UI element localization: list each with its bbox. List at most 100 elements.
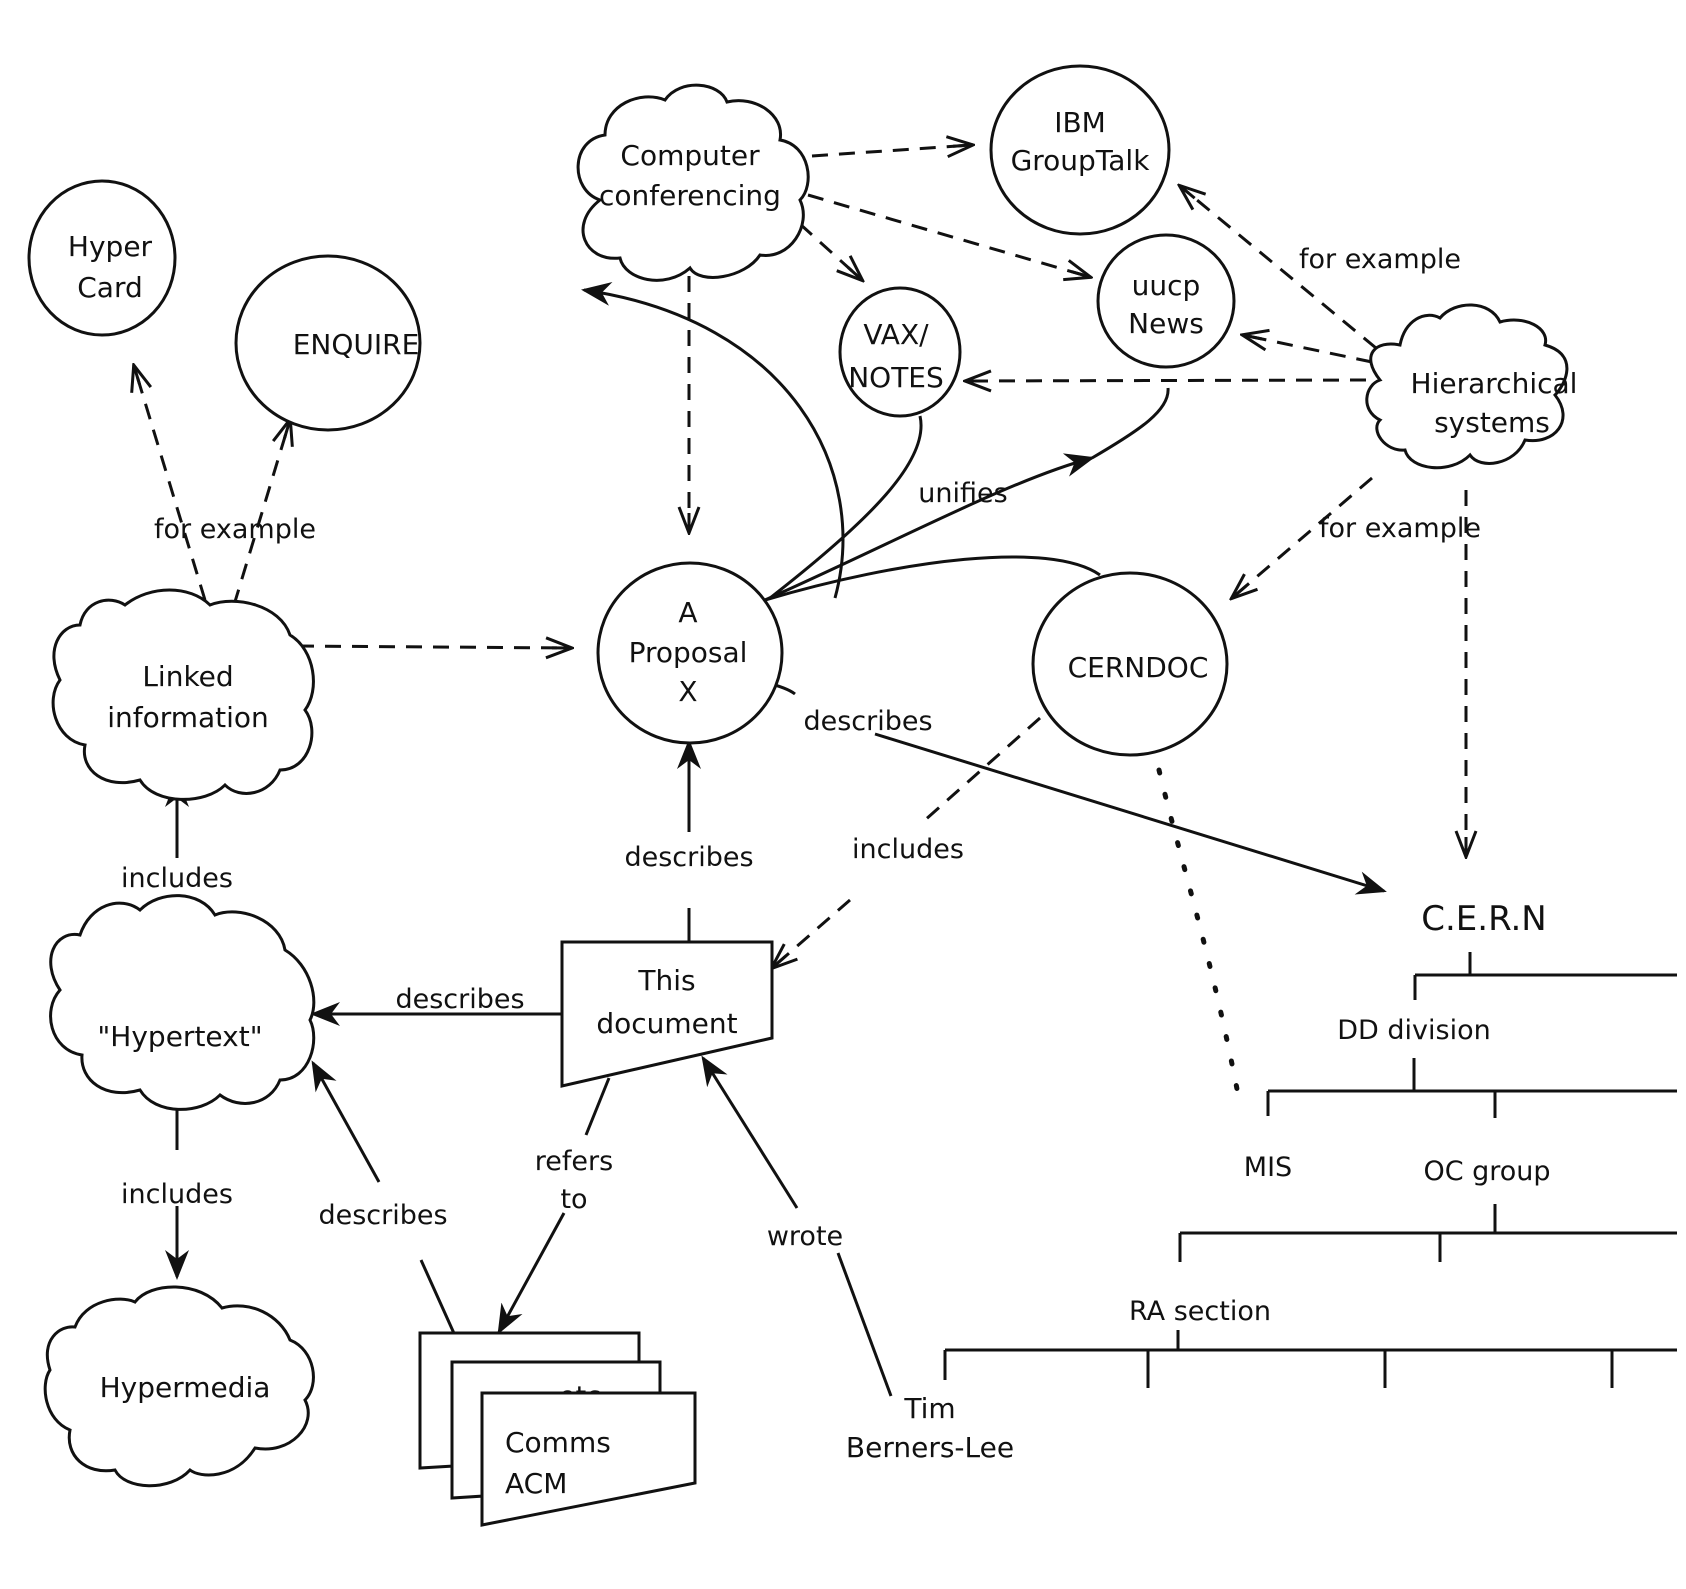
label-includes-hypermedia: includes — [121, 1179, 233, 1210]
computer-conferencing-label-1: Computer — [620, 139, 760, 172]
label-wrote: wrote — [767, 1221, 843, 1252]
edge-document-to-acm — [497, 1212, 566, 1335]
ibm-grouptalk-label-2: GroupTalk — [1011, 144, 1151, 177]
edge-proposal-to-uucp-tail — [1091, 387, 1170, 460]
label-includes-linked: includes — [121, 863, 233, 894]
edge-proposal-to-enquire — [581, 282, 845, 599]
org-dd-division-label[interactable]: DD division — [1337, 1015, 1490, 1046]
edge-proposal-to-cern — [874, 732, 1387, 895]
tim-label-1: Tim — [903, 1392, 955, 1425]
edge-hierarchical-to-ibm — [1180, 186, 1377, 350]
enquire-label: ENQUIRE — [293, 328, 420, 361]
ibm-grouptalk-label-1: IBM — [1054, 106, 1106, 139]
hypermedia-label: Hypermedia — [100, 1371, 271, 1404]
org-dd-connector — [1266, 1058, 1677, 1118]
node-comms-acm[interactable]: etc Comms ACM — [418, 1331, 697, 1527]
node-cerndoc[interactable]: CERNDOC — [1031, 571, 1229, 757]
org-oc-group-label[interactable]: OC group — [1423, 1156, 1550, 1187]
edge-linked-to-enquire — [232, 420, 290, 606]
uucp-news-label-1: uucp — [1132, 269, 1201, 302]
linked-information-cloud — [51, 588, 315, 801]
edge-proposal-to-uucp — [764, 453, 1095, 602]
node-linked-information[interactable]: Linked information — [51, 588, 315, 801]
edge-acm-to-hypertext — [311, 1060, 381, 1183]
tim-label-2: Berners-Lee — [846, 1431, 1014, 1464]
label-for-example-left: for example — [154, 514, 316, 545]
hierarchical-systems-label-1: Hierarchical — [1411, 367, 1578, 400]
proposal-label-3: X — [678, 675, 697, 708]
enquire-circle — [234, 254, 422, 432]
label-refers: refers — [535, 1146, 613, 1177]
hierarchical-systems-cloud — [1365, 303, 1569, 470]
node-vax-notes[interactable]: VAX/ NOTES — [838, 286, 962, 418]
hypertext-cloud — [49, 894, 316, 1111]
org-chart: C.E.R.N DD division MIS OC group RA sect… — [943, 899, 1677, 1388]
this-document-label-1: This — [637, 964, 695, 997]
label-describes-proposal-cern: describes — [803, 706, 932, 737]
vax-notes-label-1: VAX/ — [863, 318, 929, 351]
node-ibm-grouptalk[interactable]: IBM GroupTalk — [989, 64, 1171, 236]
uucp-news-label-2: News — [1128, 307, 1204, 340]
org-cern-label[interactable]: C.E.R.N — [1421, 899, 1547, 939]
org-cern-connector — [1413, 952, 1677, 1000]
vax-notes-circle — [838, 286, 962, 418]
computer-conferencing-label-2: conferencing — [599, 179, 781, 212]
hypertext-label: "Hypertext" — [97, 1020, 262, 1053]
label-describes-acm-hypertext: describes — [318, 1200, 447, 1231]
edge-conferencing-to-vax — [798, 222, 862, 280]
uucp-news-circle — [1096, 233, 1236, 369]
org-mis-label[interactable]: MIS — [1244, 1152, 1292, 1183]
edge-conferencing-to-uucp — [807, 193, 1090, 277]
edge-tim-to-document-a — [836, 1252, 893, 1397]
node-hypertext[interactable]: "Hypertext" — [49, 894, 316, 1111]
hypercard-label-1: Hyper — [68, 230, 153, 263]
node-computer-conferencing[interactable]: Computer conferencing — [576, 83, 810, 282]
edges — [134, 145, 1466, 1397]
edge-tim-to-document — [701, 1055, 799, 1209]
node-hypermedia[interactable]: Hypermedia — [43, 1285, 315, 1488]
edge-proposal-to-cerndoc — [764, 555, 1101, 602]
node-this-document[interactable]: This document — [560, 940, 774, 1088]
hypermedia-cloud — [43, 1285, 315, 1488]
edge-cerndoc-to-document — [924, 716, 1041, 822]
node-uucp-news[interactable]: uucp News — [1096, 233, 1236, 369]
node-proposal[interactable]: A Proposal X — [596, 561, 784, 745]
label-for-example-right: for example — [1319, 513, 1481, 544]
this-document-shape — [560, 940, 774, 1088]
edge-hierarchical-to-cerndoc — [1232, 476, 1373, 598]
org-ra-section-label[interactable]: RA section — [1129, 1296, 1271, 1327]
edge-linked-to-proposal — [297, 646, 571, 648]
edge-cerndoc-to-document-2 — [772, 898, 851, 968]
hierarchical-systems-label-2: systems — [1434, 406, 1550, 439]
linked-information-label-1: Linked — [142, 660, 233, 693]
vax-notes-label-2: NOTES — [848, 361, 944, 394]
node-hypercard[interactable]: Hyper Card — [27, 179, 177, 337]
acm-label-2: ACM — [505, 1467, 567, 1500]
this-document-label-2: document — [596, 1007, 737, 1040]
label-for-example-top-right: for example — [1299, 244, 1461, 275]
edge-document-to-acm-a — [584, 1077, 611, 1136]
acm-label-1: Comms — [505, 1426, 611, 1459]
edge-conferencing-to-ibm — [811, 145, 972, 156]
ibm-grouptalk-circle — [989, 64, 1171, 236]
hypercard-circle — [27, 179, 177, 337]
label-unifies: unifies — [918, 478, 1007, 509]
org-oc-connector — [1178, 1204, 1677, 1262]
node-tim-berners-lee[interactable]: Tim Berners-Lee — [846, 1392, 1014, 1464]
node-hierarchical-systems[interactable]: Hierarchical systems — [1365, 303, 1578, 470]
label-describes-document-hypertext: describes — [395, 984, 524, 1015]
cerndoc-circle — [1031, 571, 1229, 757]
computer-conferencing-cloud — [576, 83, 810, 282]
edge-cerndoc-to-mis — [1156, 767, 1244, 1113]
cerndoc-label: CERNDOC — [1068, 651, 1209, 684]
acm-front-page — [480, 1391, 697, 1527]
node-enquire[interactable]: ENQUIRE — [234, 254, 422, 432]
hypercard-label-2: Card — [77, 271, 143, 304]
edge-proposal-to-vax — [769, 415, 923, 600]
label-describes-document-proposal: describes — [624, 842, 753, 873]
label-to: to — [560, 1184, 587, 1215]
label-includes-cerndoc: includes — [852, 834, 964, 865]
org-ra-connector — [943, 1330, 1677, 1388]
